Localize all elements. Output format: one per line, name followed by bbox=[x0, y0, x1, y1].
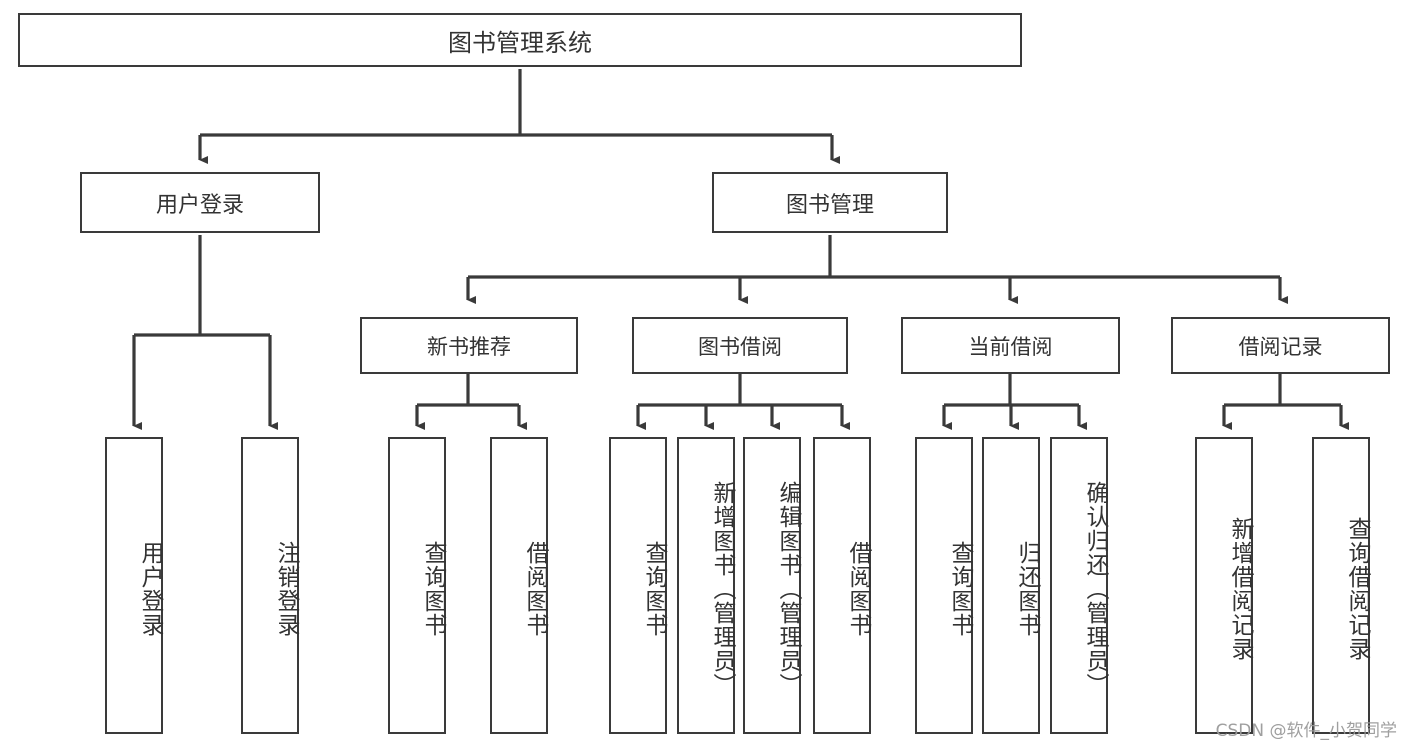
node-label: 借阅图书 bbox=[522, 540, 548, 637]
node-label: 图书管理系统 bbox=[448, 28, 592, 57]
leaf-borrow-borrow-book[interactable]: 借阅图书 bbox=[813, 437, 871, 734]
node-book-borrow[interactable]: 图书借阅 bbox=[632, 317, 848, 374]
leaf-current-return-book[interactable]: 归还图书 bbox=[982, 437, 1040, 734]
csdn-watermark: CSDN @软件_小贺同学 bbox=[1215, 721, 1397, 741]
node-label: 借阅记录 bbox=[1238, 334, 1323, 359]
node-root-system[interactable]: 图书管理系统 bbox=[18, 13, 1022, 67]
node-label: 当前借阅 bbox=[968, 334, 1053, 359]
node-label: 确认归还（管理员） bbox=[1082, 480, 1108, 697]
leaf-current-confirm-return[interactable]: 确认归还（管理员） bbox=[1050, 437, 1108, 734]
leaf-user-logout[interactable]: 注销登录 bbox=[241, 437, 299, 734]
node-label: 借阅图书 bbox=[845, 540, 871, 637]
leaf-borrow-edit-book[interactable]: 编辑图书（管理员） bbox=[743, 437, 801, 734]
node-label: 查询图书 bbox=[420, 540, 446, 637]
node-book-management[interactable]: 图书管理 bbox=[712, 172, 948, 233]
leaf-recommend-borrow-book[interactable]: 借阅图书 bbox=[490, 437, 548, 734]
node-label: 查询图书 bbox=[947, 540, 973, 637]
node-borrow-record[interactable]: 借阅记录 bbox=[1171, 317, 1390, 374]
leaf-user-login[interactable]: 用户登录 bbox=[105, 437, 163, 734]
node-new-book-recommend[interactable]: 新书推荐 bbox=[360, 317, 578, 374]
node-label: 用户登录 bbox=[137, 540, 163, 637]
node-label: 图书管理 bbox=[785, 192, 874, 218]
leaf-record-add-record[interactable]: 新增借阅记录 bbox=[1195, 437, 1253, 734]
node-label: 注销登录 bbox=[273, 540, 299, 637]
node-user-login[interactable]: 用户登录 bbox=[80, 172, 320, 233]
node-label: 用户登录 bbox=[155, 192, 244, 218]
node-label: 新书推荐 bbox=[427, 334, 511, 359]
leaf-recommend-query-book[interactable]: 查询图书 bbox=[388, 437, 446, 734]
leaf-record-query-record[interactable]: 查询借阅记录 bbox=[1312, 437, 1370, 734]
node-label: 归还图书 bbox=[1014, 540, 1040, 637]
node-label: 图书借阅 bbox=[698, 334, 782, 359]
node-label: 编辑图书（管理员） bbox=[775, 480, 801, 697]
leaf-current-query-book[interactable]: 查询图书 bbox=[915, 437, 973, 734]
node-label: 查询借阅记录 bbox=[1344, 516, 1370, 661]
node-current-borrow[interactable]: 当前借阅 bbox=[901, 317, 1120, 374]
leaf-borrow-query-book[interactable]: 查询图书 bbox=[609, 437, 667, 734]
leaf-borrow-add-book[interactable]: 新增图书（管理员） bbox=[677, 437, 735, 734]
node-label: 新增借阅记录 bbox=[1227, 516, 1253, 661]
node-label: 查询图书 bbox=[641, 540, 667, 637]
node-label: 新增图书（管理员） bbox=[709, 480, 735, 697]
